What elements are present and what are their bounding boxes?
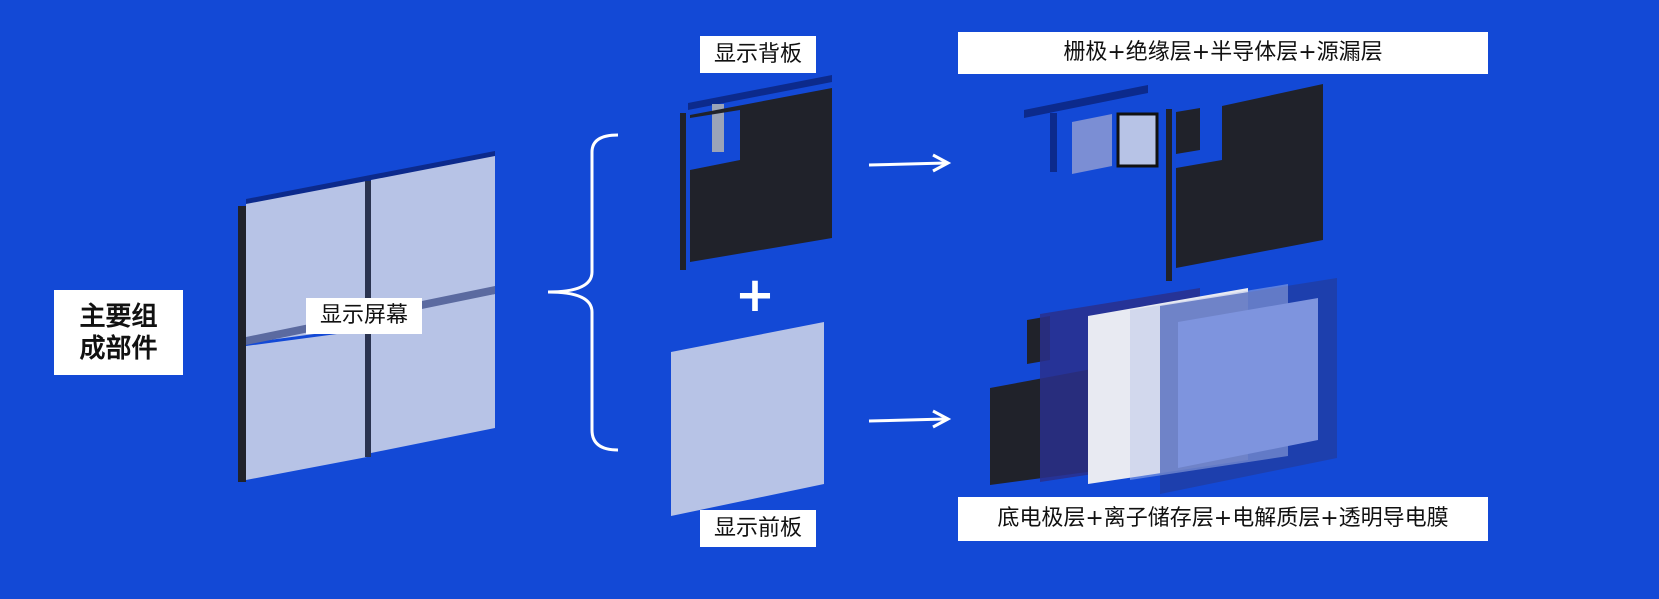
- plus-sign: +: [734, 267, 776, 323]
- source-drain-pad: [1176, 108, 1200, 154]
- frontplane-layers-label: 底电极层+离子储存层+电解质层+透明导电膜: [958, 497, 1488, 541]
- title-box: 主要组成部件: [54, 290, 183, 375]
- backplane-gate-bar: [688, 75, 832, 110]
- gate-stem-layer: [1050, 113, 1057, 172]
- screen-panel-top-right: [371, 156, 495, 310]
- frontplane-label: 显示前板: [700, 510, 816, 547]
- semiconductor-layer: [1116, 112, 1159, 168]
- backplane-label: 显示背板: [700, 36, 816, 73]
- conductive-film-window: [1178, 298, 1318, 468]
- frontplane-illustration: [671, 322, 824, 516]
- screen-top-edge: [246, 151, 495, 205]
- pixel-electrode-layer: [1176, 84, 1323, 268]
- screen-left-frame: [238, 206, 246, 482]
- backplane-exploded: [1024, 84, 1323, 281]
- backplane-illustration: [680, 75, 832, 270]
- insulator-layer: [1072, 114, 1112, 174]
- gate-bar-layer: [1024, 85, 1148, 118]
- arrow-bottom: [868, 409, 952, 429]
- backplane-channel: [712, 104, 724, 152]
- curly-brace: [547, 133, 619, 452]
- screen-label: 显示屏幕: [306, 298, 422, 334]
- backplane-layers-label: 栅极+绝缘层+半导体层+源漏层: [958, 32, 1488, 74]
- backplane-gate-stem: [680, 113, 686, 270]
- page-title: 主要组成部件: [79, 301, 158, 364]
- frontplane-exploded: [990, 278, 1337, 494]
- arrow-top: [868, 153, 952, 173]
- screen-panel-bottom-left: [246, 330, 367, 480]
- backplane-pixel-electrode: [690, 88, 832, 262]
- source-drain-stem: [1166, 109, 1172, 281]
